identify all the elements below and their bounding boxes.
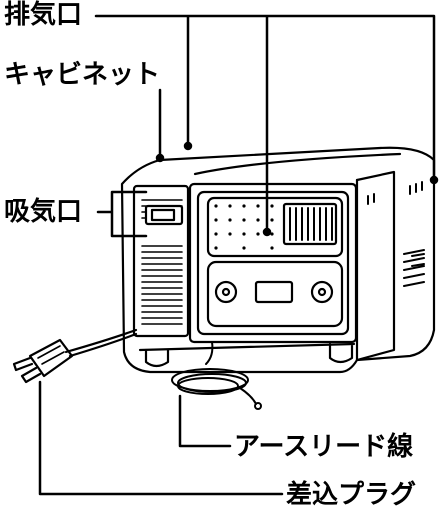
exhaust-grille: [282, 202, 338, 246]
callout-leaders: [38, 14, 439, 496]
earth-lead-terminal: [254, 402, 262, 410]
earth-lead-coil-2: [177, 373, 247, 393]
earth-lead-drop: [205, 341, 214, 365]
intake-vent-panel: [132, 184, 190, 338]
intake-leader: [96, 190, 148, 238]
meter-panel: [206, 196, 344, 258]
left-knob: [214, 280, 238, 304]
upper-front-panel: [206, 196, 344, 258]
plug-grip-lines: [37, 345, 65, 365]
cabinet-base: [138, 342, 356, 352]
exhaust-leader-dot-front: [262, 227, 272, 237]
cabinet-feet: [144, 342, 354, 368]
side-vent-lower: [403, 249, 425, 287]
plug-prong-upper: [12, 356, 34, 372]
cabinet-top-edge: [193, 152, 402, 176]
right-knob-center: [317, 287, 327, 297]
cabinet-label: キャビネット: [4, 60, 161, 90]
plug-leader: [38, 380, 284, 496]
power-cord-line: [64, 328, 138, 354]
right-knob: [310, 280, 334, 304]
intake-switch: [150, 208, 176, 222]
left-knob-center: [221, 287, 231, 297]
power-plug-label: 差込プラグ: [286, 480, 417, 510]
display-window: [254, 280, 294, 304]
cabinet-body: [120, 146, 436, 374]
front-panel-right-side: [355, 170, 396, 362]
power-plug: [12, 338, 74, 384]
earth-lead-leader: [178, 394, 232, 448]
power-cord-line-2: [68, 332, 138, 358]
earth-lead-label: アースリード線: [234, 432, 414, 462]
front-door: [188, 182, 358, 344]
front-foot-left: [144, 348, 170, 368]
side-vent-upper: [367, 181, 423, 205]
front-foot-right: [328, 342, 354, 364]
earth-lead-tail: [239, 387, 257, 405]
lower-front-panel: [206, 260, 344, 328]
front-door-frame: [188, 182, 358, 344]
power-cord: [64, 328, 138, 358]
front-door-inner: [196, 190, 350, 336]
exhaust-grille-slats: [289, 207, 333, 241]
plug-body: [28, 338, 74, 378]
intake-vent-label: 吸気口: [4, 197, 83, 227]
exhaust-vent-label: 排気口: [4, 0, 83, 30]
earth-lead-coil-3: [177, 377, 239, 395]
earth-lead-wire: [171, 341, 262, 410]
exhaust-leader: [94, 14, 436, 234]
cabinet-outline: [120, 146, 436, 374]
control-panel: [206, 260, 344, 328]
intake-vent-section: [132, 184, 190, 338]
meter-panel-dots: [214, 204, 274, 250]
plug-prong-lower: [20, 366, 42, 384]
exhaust-leader-dot-top: [183, 141, 193, 151]
side-vents: [367, 181, 425, 287]
